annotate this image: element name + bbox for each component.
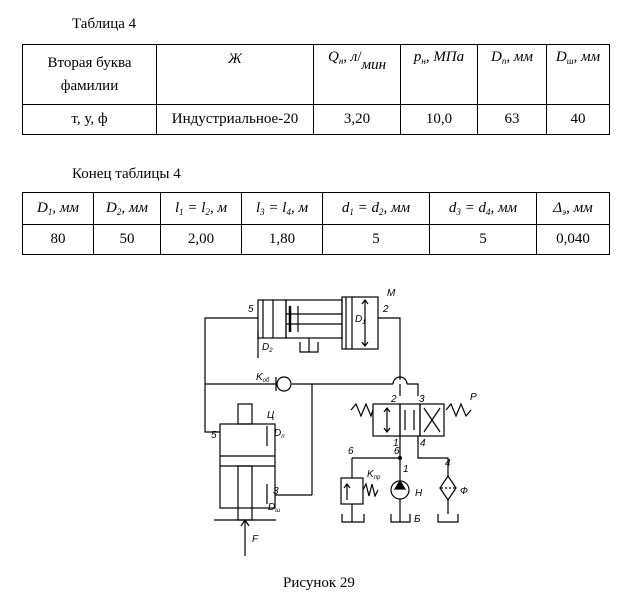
label-p: Р (470, 392, 477, 403)
table-cell: 40 (546, 104, 610, 135)
distributor-p (350, 402, 472, 437)
label-c: Ц (267, 410, 274, 421)
filter-f (437, 468, 459, 523)
figure-caption: Рисунок 29 (283, 575, 355, 591)
label-d2: D2 (262, 342, 273, 354)
table-cell: 3,20 (313, 104, 401, 135)
label-dp: Dп (274, 428, 285, 440)
label-dsh: Dш (268, 502, 280, 514)
port-3-cyl: 3 (273, 486, 279, 497)
header-second-letter: Вторая буква фамилии (22, 44, 157, 105)
header-d1-d2: d1 = d2, мм (322, 192, 430, 225)
label-h: Н (415, 488, 423, 499)
check-valve (275, 376, 292, 392)
symbol-d: D (491, 49, 502, 65)
table-row: т, у, ф Индустриальное-20 3,20 10,0 63 4… (22, 104, 610, 135)
header-text-line2: фамилии (60, 77, 119, 94)
label-f-force: F (252, 534, 259, 545)
header-l3-l4: l3 = l4, м (241, 192, 323, 225)
table-cell: 0,040 (536, 224, 610, 255)
label-d1: D1 (355, 314, 366, 326)
table-caption: Таблица 4 (72, 16, 137, 32)
port-4: 4 (420, 438, 426, 449)
unit-mm: , мм (573, 49, 601, 65)
header-delta: Δэ, мм (536, 192, 610, 225)
pump-h (390, 479, 411, 523)
table-cell: 2,00 (160, 224, 242, 255)
unit-l: л (350, 49, 358, 65)
parameters-table: Вторая буква фамилии Ж Qн, л/мин pн, МПа… (22, 44, 610, 135)
sub-p: п (501, 56, 507, 66)
cylinder-m (257, 296, 379, 358)
header-rod-diameter: Dш, мм (546, 44, 610, 105)
header-flow-rate: Qн, л/мин (313, 44, 401, 105)
table-header-row: Вторая буква фамилии Ж Qн, л/мин pн, МПа… (22, 44, 610, 105)
label-b: Б (414, 514, 421, 525)
port-5-cyl: 5 (211, 430, 217, 441)
label-m: М (387, 288, 396, 299)
port-2: 2 (390, 394, 397, 405)
label-kob: Kоб (256, 372, 270, 384)
port-2-top: 2 (382, 304, 389, 315)
symbol-q: Q (327, 49, 339, 65)
port-5-top: 5 (248, 304, 254, 315)
port-3: 3 (419, 394, 425, 405)
sub-n: н (421, 56, 426, 66)
sub-sh: ш (566, 56, 574, 66)
table-cell: 5 (429, 224, 537, 255)
port-1: 1 (393, 438, 399, 449)
table-cell: 5 (322, 224, 430, 255)
label-f-filter: Ф (460, 486, 468, 497)
header-d3-d4: d3 = d4, мм (429, 192, 537, 225)
symbol-d: D (555, 49, 567, 65)
label-kpr: Kпр (367, 469, 381, 481)
table-cell: 1,80 (241, 224, 323, 255)
node-1: 1 (403, 464, 409, 475)
table-cell: 63 (477, 104, 547, 135)
table-cell: т, у, ф (22, 104, 157, 135)
header-d1: D1, мм (22, 192, 94, 225)
table-cell: 10,0 (400, 104, 478, 135)
header-pressure: pн, МПа (400, 44, 478, 105)
table-cell: Индустриальное-20 (156, 104, 314, 135)
unit-mm: , мм (506, 49, 533, 65)
sub-n: н (338, 56, 344, 66)
relief-valve (340, 477, 379, 523)
node-4: 4 (445, 458, 451, 469)
header-text-line1: Вторая буква (47, 54, 132, 71)
cylinder-c (214, 403, 276, 556)
table-row: 80 50 2,00 1,80 5 5 0,040 (22, 224, 610, 255)
node-6-left: 6 (348, 446, 354, 457)
pipelines (204, 317, 449, 496)
table-continuation-caption: Конец таблицы 4 (72, 166, 181, 182)
unit-min: мин (361, 57, 387, 73)
dimensions-table: D1, мм D2, мм l1 = l2, м l3 = l4, м d1 =… (22, 192, 610, 255)
node-6-right: 6 (394, 446, 400, 457)
symbol-p: p (413, 49, 422, 65)
table-cell: 80 (22, 224, 94, 255)
unit-mpa: , МПа (425, 49, 465, 65)
